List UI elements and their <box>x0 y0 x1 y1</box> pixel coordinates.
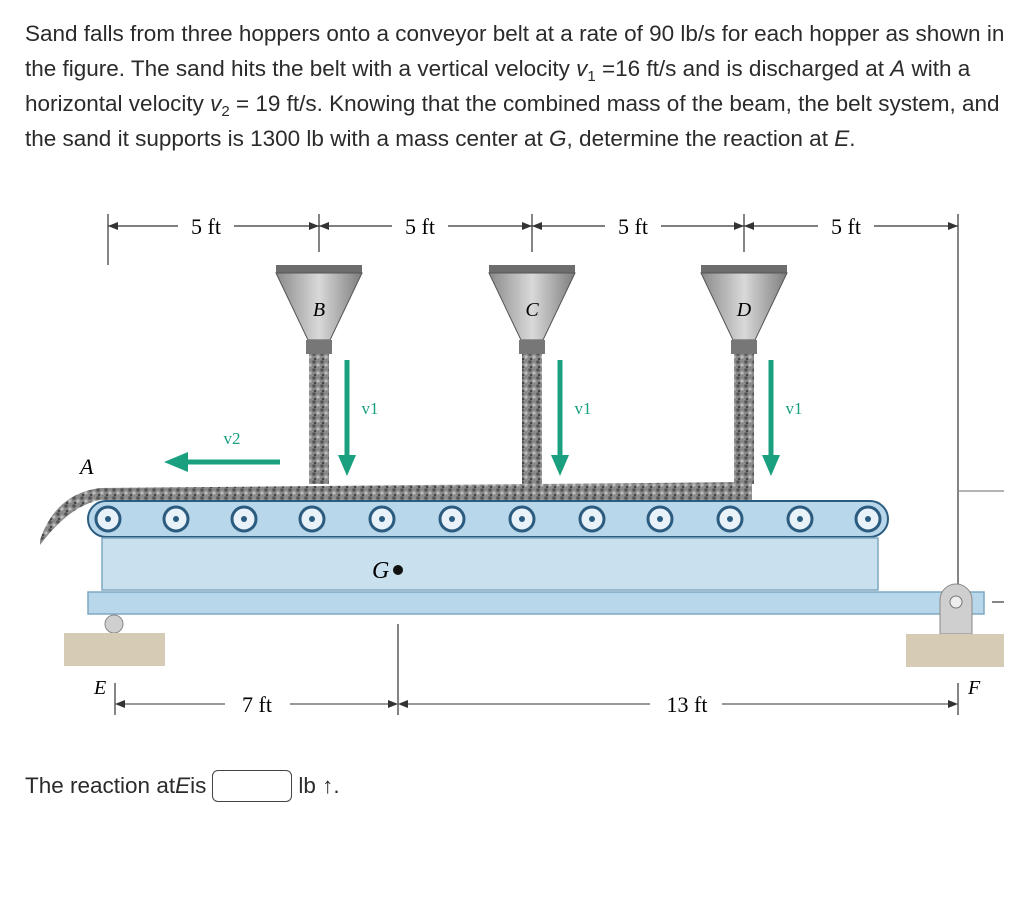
problem-statement: Sand falls from three hoppers onto a con… <box>25 21 1005 151</box>
point-g-label: G <box>372 558 389 584</box>
beam <box>87 591 985 615</box>
hopper-b-label: B <box>313 299 325 321</box>
answer-unit: lb <box>298 773 316 798</box>
dim-label-4: 5 ft <box>831 214 861 239</box>
support-e <box>64 614 165 666</box>
sand-stream-c <box>522 354 542 484</box>
dim-label-7ft: 7 ft <box>242 692 272 717</box>
v2-label: v2 <box>224 429 241 448</box>
dim-label-13ft: 13 ft <box>667 692 708 717</box>
v1-label-c: v1 <box>575 399 592 418</box>
v1-arrow-d: v1 <box>762 360 803 476</box>
support-f <box>906 583 1004 667</box>
belt-rollers <box>94 505 882 533</box>
reaction-answer-input[interactable] <box>212 770 293 802</box>
sand-stream-d <box>734 354 754 484</box>
hopper-b: B <box>275 265 363 354</box>
conveyor-belt <box>87 500 889 538</box>
dim-label-1: 5 ft <box>191 214 221 239</box>
answer-period: . <box>333 773 340 798</box>
answer-is: is <box>190 773 207 798</box>
point-a-label: A <box>78 454 94 479</box>
dim-label-3: 5 ft <box>618 214 648 239</box>
hopper-d-label: D <box>736 299 752 321</box>
sand-layer <box>40 482 752 545</box>
dim-label-2: 5 ft <box>405 214 435 239</box>
up-arrow-icon: ↑ <box>322 773 334 798</box>
hopper-d: D <box>700 265 788 354</box>
top-dimension: 5 ft 5 ft 5 ft 5 ft <box>107 214 959 655</box>
answer-prefix: The reaction at <box>25 773 176 798</box>
v1-label-d: v1 <box>786 399 803 418</box>
hopper-c: C <box>488 265 576 354</box>
v1-arrow-b: v1 <box>338 360 379 476</box>
bottom-dimension: 7 ft 13 ft E F <box>93 624 981 717</box>
point-e-label: E <box>93 677 106 699</box>
conveyor-figure: 5 ft 5 ft 5 ft 5 ft B C D v1 v1 <box>40 214 1004 717</box>
v1-label-b: v1 <box>362 399 379 418</box>
point-f-label: F <box>967 677 981 699</box>
v2-arrow: v2 <box>164 429 280 472</box>
sand-stream-b <box>309 354 329 484</box>
mass-center-dot <box>393 565 403 575</box>
v1-arrow-c: v1 <box>551 360 592 476</box>
hopper-c-label: C <box>525 299 539 321</box>
answer-row: The reaction at E is lb ↑. <box>25 770 340 802</box>
belt-frame <box>101 537 879 591</box>
answer-point: E <box>175 773 191 798</box>
